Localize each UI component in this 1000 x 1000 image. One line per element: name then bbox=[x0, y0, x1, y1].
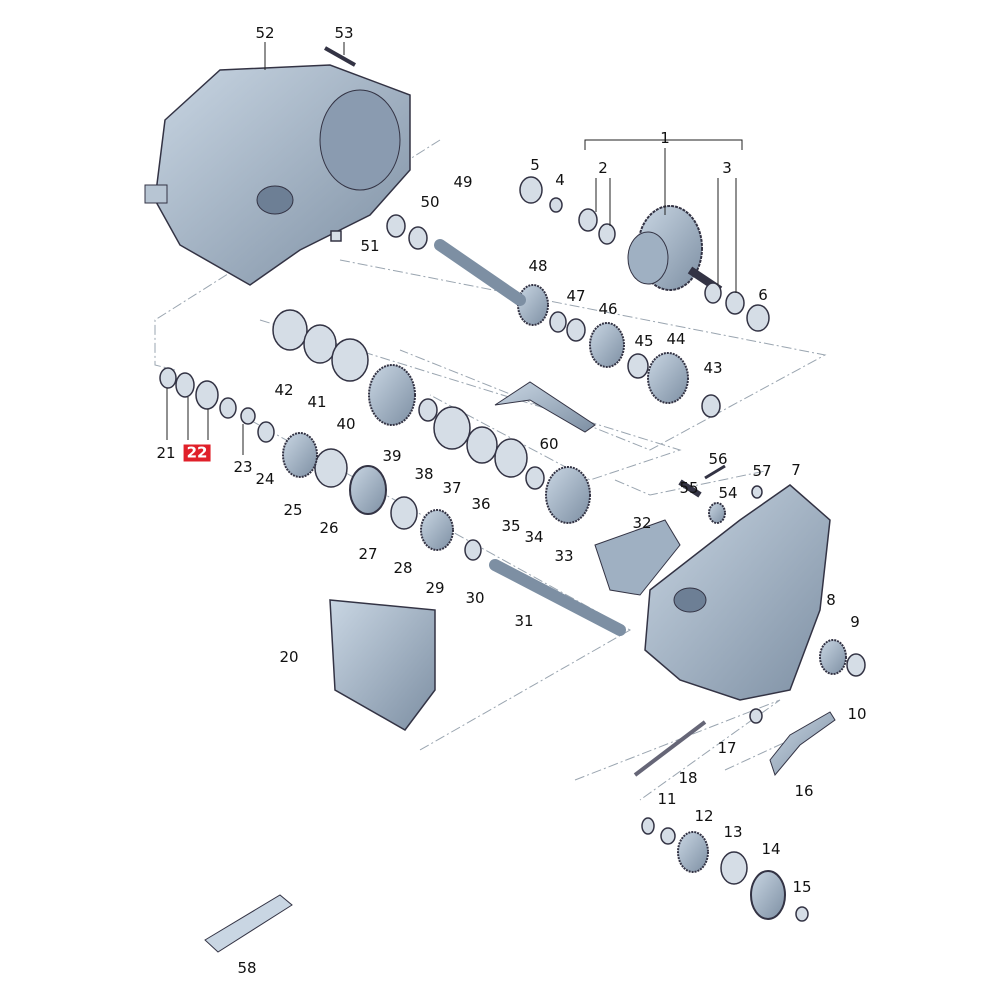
callout-35[interactable]: 35 bbox=[501, 517, 521, 535]
callout-33[interactable]: 33 bbox=[554, 547, 574, 565]
callout-12[interactable]: 12 bbox=[694, 807, 714, 825]
input-shaft-49 bbox=[434, 239, 526, 306]
callout-45[interactable]: 45 bbox=[634, 332, 654, 350]
callout-30[interactable]: 30 bbox=[465, 589, 485, 607]
callout-32[interactable]: 32 bbox=[632, 514, 652, 532]
callout-14[interactable]: 14 bbox=[761, 840, 781, 858]
selector-60 bbox=[494, 381, 596, 433]
sealant-tube-58 bbox=[204, 894, 293, 953]
callout-43[interactable]: 43 bbox=[703, 359, 723, 377]
callout-26[interactable]: 26 bbox=[319, 519, 339, 537]
callout-42[interactable]: 42 bbox=[274, 381, 294, 399]
callout-31[interactable]: 31 bbox=[514, 612, 534, 630]
callout-44[interactable]: 44 bbox=[666, 330, 686, 348]
pin-55 bbox=[678, 479, 702, 498]
callout-25[interactable]: 25 bbox=[283, 501, 303, 519]
callout-38[interactable]: 38 bbox=[414, 465, 434, 483]
leader-lines bbox=[166, 42, 743, 455]
callout-23[interactable]: 23 bbox=[233, 458, 253, 476]
callout-1[interactable]: 1 bbox=[660, 129, 670, 147]
callout-41[interactable]: 41 bbox=[307, 393, 327, 411]
callout-28[interactable]: 28 bbox=[393, 559, 413, 577]
callout-21[interactable]: 21 bbox=[156, 444, 176, 462]
callout-10[interactable]: 10 bbox=[847, 705, 867, 723]
callout-29[interactable]: 29 bbox=[425, 579, 445, 597]
gears bbox=[282, 284, 847, 873]
gearbox-housing-52 bbox=[144, 64, 411, 286]
callout-56[interactable]: 56 bbox=[708, 450, 728, 468]
callout-47[interactable]: 47 bbox=[566, 287, 586, 305]
differential-1 bbox=[627, 205, 723, 294]
callout-46[interactable]: 46 bbox=[598, 300, 618, 318]
output-shaft-31 bbox=[489, 559, 626, 636]
callout-9[interactable]: 9 bbox=[850, 613, 860, 631]
callout-22[interactable]: 22 bbox=[183, 444, 211, 462]
callout-11[interactable]: 11 bbox=[657, 790, 677, 808]
callout-55[interactable]: 55 bbox=[679, 479, 699, 497]
callout-24[interactable]: 24 bbox=[255, 470, 275, 488]
callout-27[interactable]: 27 bbox=[358, 545, 378, 563]
callout-40[interactable]: 40 bbox=[336, 415, 356, 433]
rings-and-bearings bbox=[159, 176, 866, 922]
callout-57[interactable]: 57 bbox=[752, 462, 772, 480]
callout-4[interactable]: 4 bbox=[555, 171, 565, 189]
transmission-case-7 bbox=[644, 484, 831, 701]
bearing-14 bbox=[750, 870, 786, 920]
bearing-27 bbox=[349, 465, 387, 515]
callout-34[interactable]: 34 bbox=[524, 528, 544, 546]
callout-6[interactable]: 6 bbox=[758, 286, 768, 304]
callout-49[interactable]: 49 bbox=[453, 173, 473, 191]
cover-32 bbox=[594, 519, 681, 596]
callout-50[interactable]: 50 bbox=[420, 193, 440, 211]
callout-5[interactable]: 5 bbox=[530, 156, 540, 174]
callout-2[interactable]: 2 bbox=[598, 159, 608, 177]
callout-20[interactable]: 20 bbox=[279, 648, 299, 666]
callout-48[interactable]: 48 bbox=[528, 257, 548, 275]
callout-7[interactable]: 7 bbox=[791, 461, 801, 479]
callout-37[interactable]: 37 bbox=[442, 479, 462, 497]
callout-15[interactable]: 15 bbox=[792, 878, 812, 896]
callout-36[interactable]: 36 bbox=[471, 495, 491, 513]
callout-39[interactable]: 39 bbox=[382, 447, 402, 465]
callout-13[interactable]: 13 bbox=[723, 823, 743, 841]
shift-fork-assembly-20 bbox=[329, 599, 436, 731]
callout-58[interactable]: 58 bbox=[237, 959, 257, 977]
callout-60[interactable]: 60 bbox=[539, 435, 559, 453]
shift-fork-16 bbox=[769, 711, 836, 777]
callout-17[interactable]: 17 bbox=[717, 739, 737, 757]
callout-53[interactable]: 53 bbox=[334, 24, 354, 42]
callout-18[interactable]: 18 bbox=[678, 769, 698, 787]
callout-52[interactable]: 52 bbox=[255, 24, 275, 42]
callout-8[interactable]: 8 bbox=[826, 591, 836, 609]
bolt-56 bbox=[704, 464, 726, 480]
shift-rod-18 bbox=[633, 720, 707, 777]
callout-16[interactable]: 16 bbox=[794, 782, 814, 800]
callout-3[interactable]: 3 bbox=[722, 159, 732, 177]
callout-51[interactable]: 51 bbox=[360, 237, 380, 255]
callout-54[interactable]: 54 bbox=[718, 484, 738, 502]
bolt-53 bbox=[324, 46, 356, 67]
